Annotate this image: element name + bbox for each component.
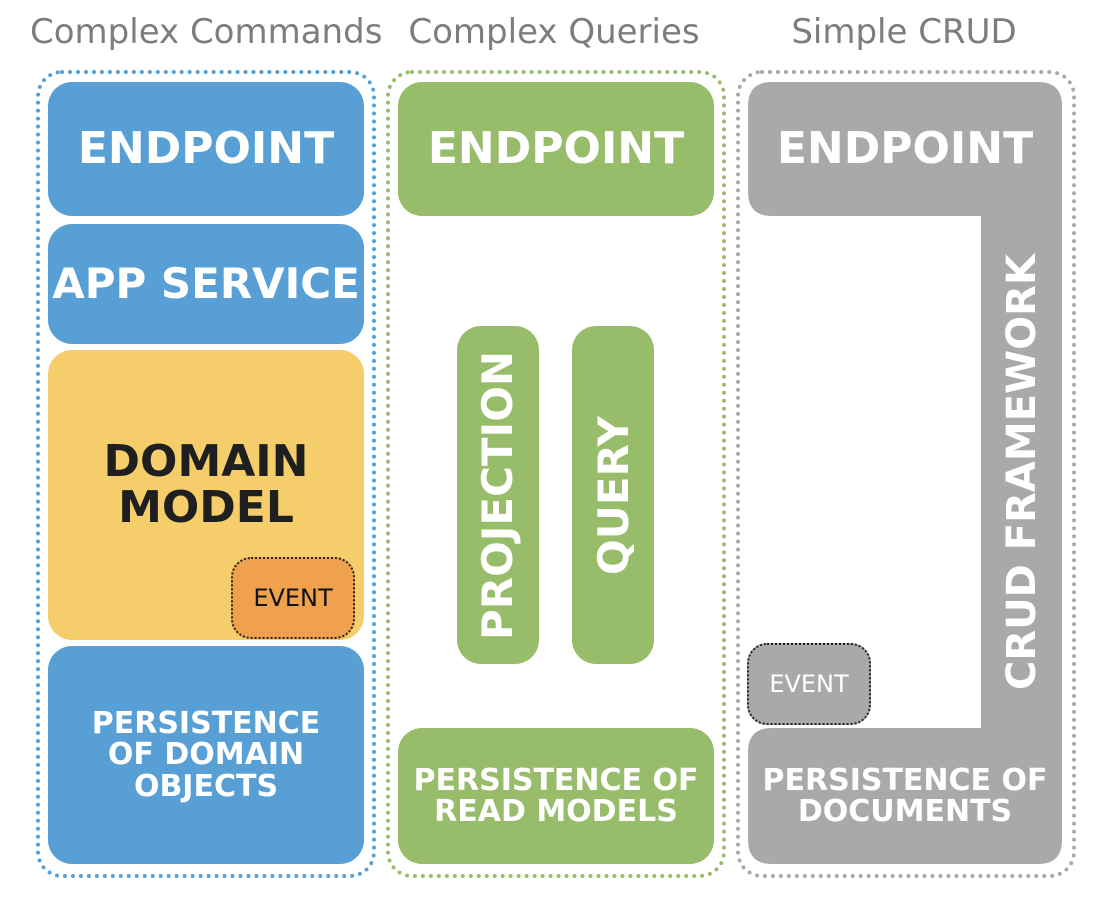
crud-framework-label: CRUD FRAMEWORK bbox=[998, 254, 1045, 690]
complex-commands-frame bbox=[36, 70, 376, 878]
crud-event-badge: EVENT bbox=[747, 643, 871, 725]
query-block: QUERY bbox=[572, 326, 654, 664]
projection-block: PROJECTION bbox=[457, 326, 539, 664]
crud-endpoint-label: ENDPOINT bbox=[776, 122, 1034, 174]
commands-endpoint-block: ENDPOINT bbox=[48, 82, 364, 216]
complex-queries-frame bbox=[386, 70, 726, 878]
column-title-complex-commands: Complex Commands bbox=[30, 12, 383, 52]
queries-persistence-block: PERSISTENCE OF READ MODELS bbox=[398, 728, 714, 864]
crud-framework-block: CRUD FRAMEWORK bbox=[981, 216, 1062, 728]
app-service-block: APP SERVICE bbox=[48, 224, 364, 344]
queries-endpoint-block: ENDPOINT bbox=[398, 82, 714, 216]
domain-event-badge: EVENT bbox=[231, 557, 355, 639]
column-title-complex-queries: Complex Queries bbox=[408, 12, 700, 52]
column-title-simple-crud: Simple CRUD bbox=[791, 12, 1017, 52]
commands-persistence-block: PERSISTENCE OF DOMAIN OBJECTS bbox=[48, 646, 364, 864]
simple-crud-frame bbox=[736, 70, 1076, 878]
crud-persistence-label: PERSISTENCE OF DOCUMENTS bbox=[762, 762, 1048, 829]
